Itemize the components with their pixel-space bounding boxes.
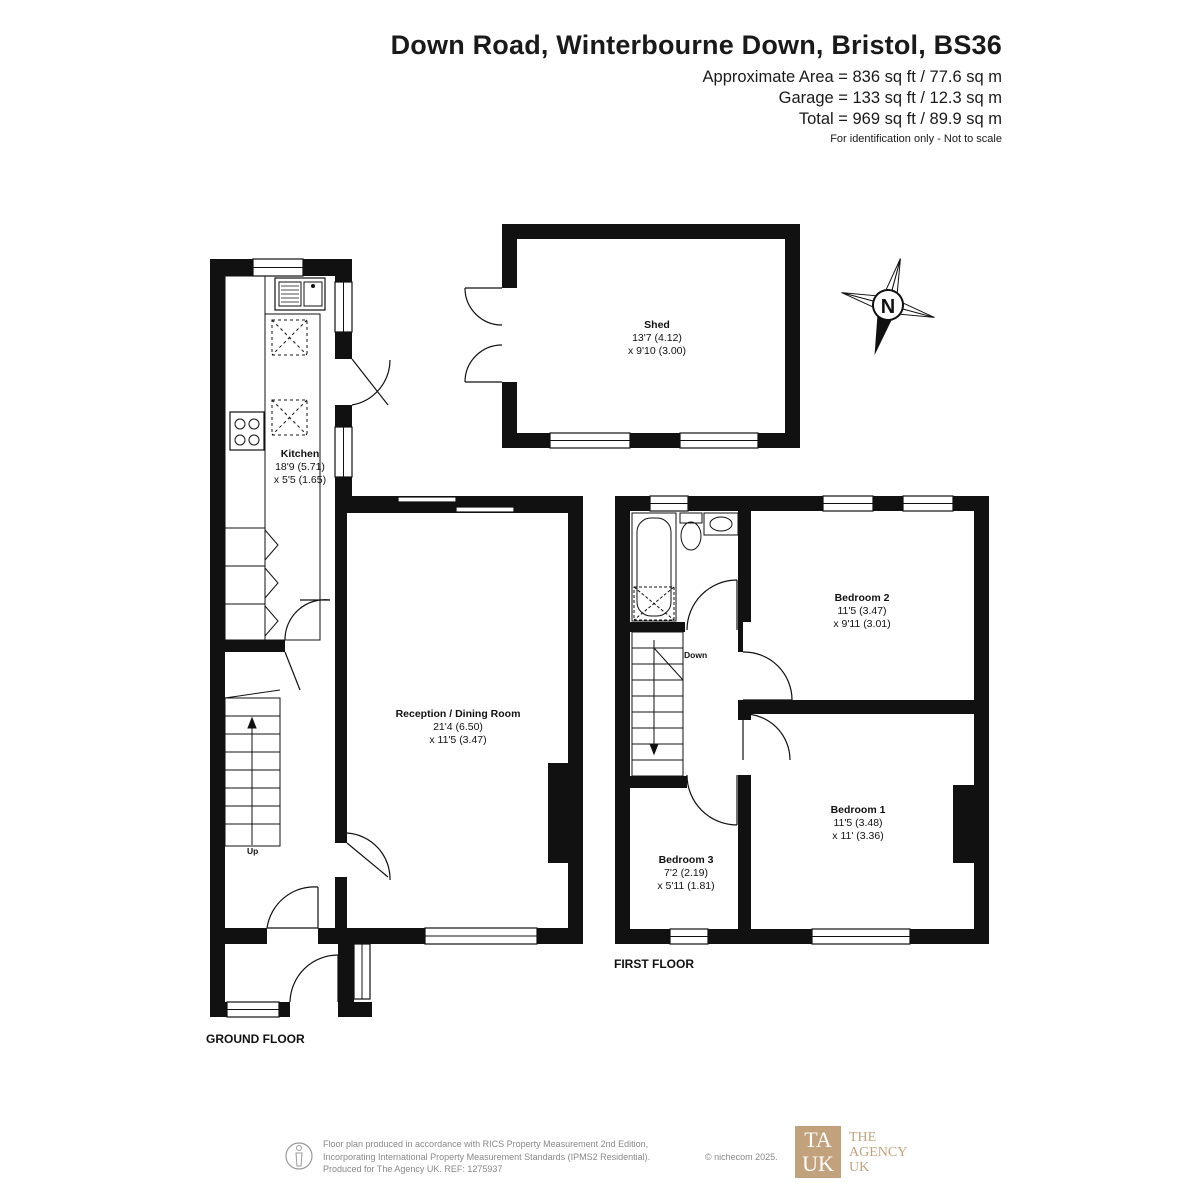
ground-floor-walls	[210, 259, 583, 1017]
footer-line-1: Floor plan produced in accordance with R…	[323, 1139, 649, 1149]
bedroom2-name: Bedroom 2	[835, 592, 890, 604]
reception-dimension-1: 21'4 (6.50)	[433, 721, 483, 733]
copyright: © nichecom 2025.	[705, 1152, 778, 1162]
logo-name-line-1: THE	[849, 1130, 877, 1145]
plan-header: Down Road, Winterbourne Down, Bristol, B…	[391, 28, 1002, 145]
stairs-up-label: Up	[247, 846, 258, 856]
first-floor-stairs	[631, 631, 684, 777]
window-center-lines	[227, 267, 953, 1010]
bedroom3-dimension-2: x 5'11 (1.81)	[657, 880, 714, 892]
bedroom2-dimension-2: x 9'11 (3.01)	[833, 618, 890, 630]
area-summary: Approximate Area = 836 sq ft / 77.6 sq m…	[391, 67, 1002, 130]
reception-dimension-2: x 11'5 (3.47)	[429, 734, 486, 746]
kitchen-dimension-2: x 5'5 (1.65)	[274, 474, 326, 486]
approximate-area: Approximate Area = 836 sq ft / 77.6 sq m	[702, 68, 1002, 86]
garage-area: Garage = 133 sq ft / 12.3 sq m	[778, 89, 1002, 107]
shed-dimension-1: 13'7 (4.12)	[632, 332, 682, 344]
ground-floor-label: GROUND FLOOR	[206, 1032, 305, 1046]
bedroom1-dimension-2: x 11' (3.36)	[832, 830, 883, 842]
first-floor-label: FIRST FLOOR	[614, 957, 694, 971]
scale-disclaimer: For identification only - Not to scale	[830, 133, 1002, 145]
kitchen-dimension-1: 18'9 (5.71)	[275, 461, 325, 473]
ground-floor-stairs	[224, 689, 281, 847]
logo-mark-line-2: UK	[802, 1151, 834, 1176]
kitchen-sink	[274, 277, 326, 311]
person-info-icon	[285, 1142, 313, 1170]
logo-name-line-2: AGENCY	[849, 1145, 908, 1160]
bedroom3-name: Bedroom 3	[659, 854, 714, 866]
compass-north-label: N	[881, 296, 895, 318]
bedroom1-name: Bedroom 1	[831, 804, 886, 816]
reception-sliding-doors	[397, 496, 515, 513]
bedroom2-dimension-1: 11'5 (3.47)	[837, 605, 886, 617]
agency-logo-name: THE AGENCY UK	[849, 1130, 907, 1175]
footer-line-3: Produced for The Agency UK. REF: 1275937	[323, 1164, 503, 1174]
bedroom1-dimension-1: 11'5 (3.48)	[833, 817, 882, 829]
kitchen-hob	[229, 411, 265, 451]
compass-icon	[841, 258, 935, 356]
footer: Floor plan produced in accordance with R…	[285, 1126, 945, 1186]
footer-line-2: Incorporating International Property Mea…	[323, 1151, 651, 1162]
footer-notes: Floor plan produced in accordance with R…	[323, 1138, 650, 1176]
logo-name-line-3: UK	[849, 1160, 870, 1175]
kitchen-fittings	[224, 275, 321, 641]
stairs-down-label: Down	[684, 650, 707, 660]
bedroom3-dimension-1: 7'2 (2.19)	[664, 867, 708, 879]
shed-name: Shed	[644, 319, 670, 331]
door-swings	[266, 287, 793, 1003]
kitchen-name: Kitchen	[281, 448, 320, 460]
agency-logo-mark: TA UK	[795, 1126, 841, 1178]
shed-dimension-2: x 9'10 (3.00)	[628, 345, 686, 357]
total-area: Total = 969 sq ft / 89.9 sq m	[798, 110, 1002, 128]
bathroom-fittings	[631, 512, 739, 622]
logo-mark-line-1: TA	[804, 1127, 832, 1152]
reception-name: Reception / Dining Room	[396, 708, 521, 720]
property-address: Down Road, Winterbourne Down, Bristol, B…	[390, 30, 1002, 60]
